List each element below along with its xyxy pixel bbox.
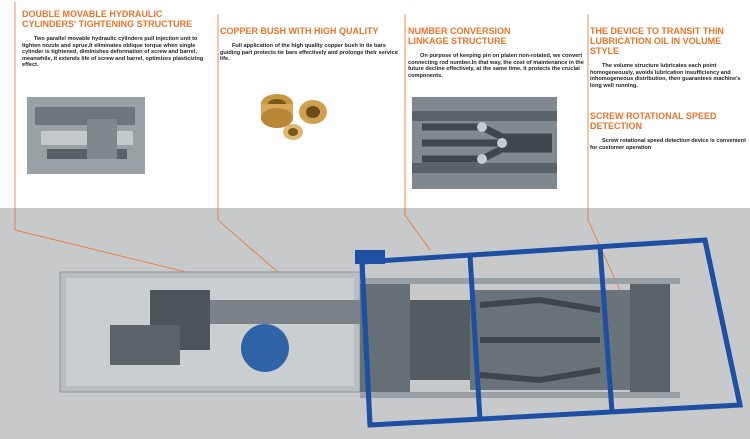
feature-title: THE DEVICE TO TRANSIT THIN LUBRICATION O…	[590, 26, 724, 56]
copper-bush-photo	[255, 82, 340, 147]
feature-title: NUMBER CONVERSION LINKAGE STRUCTURE	[408, 26, 511, 46]
feature-panel-lubrication: THE DEVICE TO TRANSIT THIN LUBRICATION O…	[590, 0, 748, 152]
linkage-photo	[412, 97, 557, 189]
feature-description: Full application of the high quality cop…	[220, 43, 398, 63]
feature-description: Screw rotational speed detection device …	[590, 138, 746, 151]
feature-title: SCREW ROTATIONAL SPEED DETECTION	[590, 111, 717, 132]
feature-title: COPPER BUSH WITH HIGH QUALITY	[220, 26, 379, 36]
cylinder-photo	[27, 97, 145, 174]
feature-panel-copper-bush: COPPER BUSH WITH HIGH QUALITY Full appli…	[220, 0, 405, 63]
feature-description: On purpose of keeping pin on platen non-…	[408, 53, 584, 79]
feature-panel-linkage: NUMBER CONVERSION LINKAGE STRUCTURE On p…	[408, 0, 593, 79]
feature-description: The volume structure lubricates each poi…	[590, 63, 741, 89]
feature-title: DOUBLE MOVABLE HYDRAULIC CYLINDERS' TIGH…	[22, 9, 193, 29]
feature-description: Two parallel movable hydraulic cylinders…	[22, 36, 204, 69]
feature-panel-cylinders: DOUBLE MOVABLE HYDRAULIC CYLINDERS' TIGH…	[22, 0, 207, 69]
